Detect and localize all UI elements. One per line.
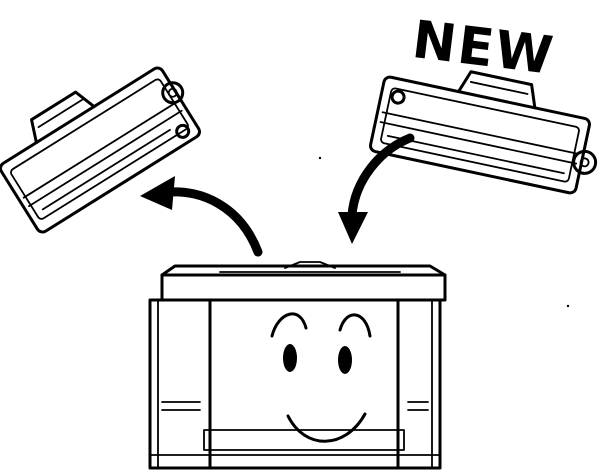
left-eye-icon xyxy=(283,344,297,372)
right-eye-icon xyxy=(338,346,352,374)
removal-arrow-icon xyxy=(140,176,258,252)
install-arrow-icon xyxy=(338,138,410,244)
smiling-printer-icon xyxy=(150,262,445,468)
new-cartridge-icon xyxy=(369,54,603,196)
old-cartridge-icon xyxy=(0,43,208,234)
